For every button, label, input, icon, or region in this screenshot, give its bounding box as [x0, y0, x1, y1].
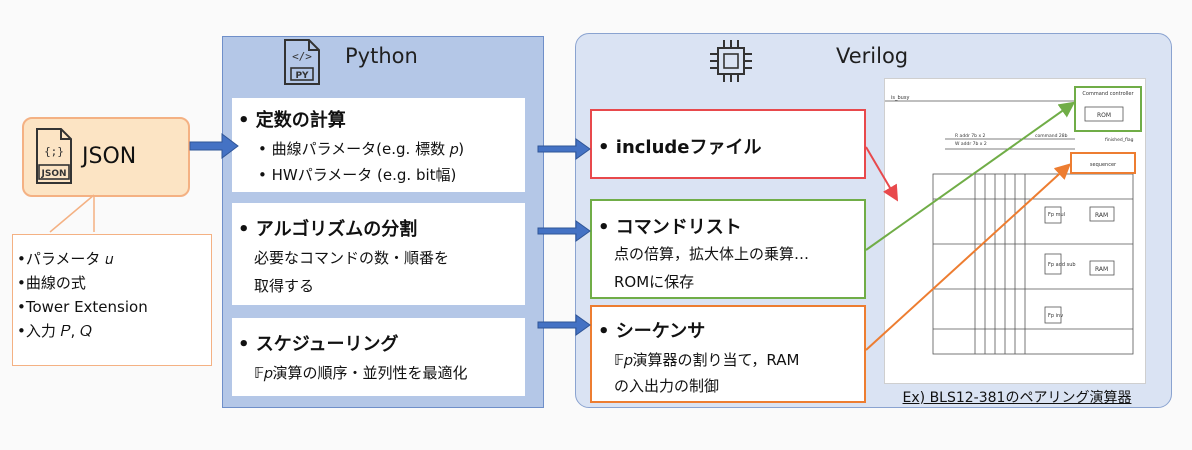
python-box-head: • アルゴリズムの分割 — [238, 219, 418, 240]
circuit-label-finished: finished_flag — [1105, 137, 1134, 143]
verilog-box-line: ROMに保存 — [614, 273, 695, 291]
json-item: •曲線の式 — [17, 274, 86, 292]
verilog-box-line: 点の倍算，拡大体上の乗算… — [614, 245, 810, 263]
circuit-label-ram-2: RAM — [1095, 266, 1108, 273]
python-icon-glyph: </> — [292, 50, 312, 63]
verilog-box-line: 𝔽𝑝演算器の割り当て，RAM — [614, 351, 800, 369]
python-box-line: • HWパラメータ (e.g. bit幅) — [258, 166, 457, 184]
circuit-caption: Ex) BLS12-381のペアリング演算器 — [902, 390, 1132, 406]
python-box-line: 必要なコマンドの数・順番を — [254, 249, 450, 267]
json-title: JSON — [82, 144, 137, 169]
verilog-box-line: の入出力の制御 — [614, 377, 720, 395]
circuit-label-busy: is_busy — [891, 95, 909, 101]
json-item-list: •パラメータ 𝑢 •曲線の式 •Tower Extension •入力 𝑃, 𝑄 — [17, 247, 148, 343]
python-box-constants: • 定数の計算 • 曲線パラメータ(e.g. 標数 𝑝) • HWパラメータ (… — [232, 98, 525, 192]
json-icon-label: JSON — [40, 169, 66, 179]
python-box-line: • 曲線パラメータ(e.g. 標数 𝑝) — [258, 140, 465, 158]
python-file-icon: </> PY — [284, 39, 320, 85]
python-icon-label: PY — [295, 71, 309, 81]
json-item: •パラメータ 𝑢 — [17, 250, 114, 268]
json-item: •Tower Extension — [17, 298, 148, 316]
python-box-line: 取得する — [254, 277, 315, 295]
json-item: •入力 𝑃, 𝑄 — [17, 322, 92, 340]
json-icon-glyph: {;} — [44, 145, 64, 158]
verilog-box-include: • includeファイル — [590, 109, 866, 179]
python-box-head: • スケジューリング — [238, 334, 399, 355]
verilog-box-head: • コマンドリスト — [598, 217, 742, 238]
python-box-line: 𝔽𝑝演算の順序・並列性を最適化 — [254, 364, 468, 382]
circuit-label-ram-1: RAM — [1095, 212, 1108, 219]
python-box-algorithm: • アルゴリズムの分割 必要なコマンドの数・順番を 取得する — [232, 203, 525, 305]
circuit-label-rom: ROM — [1097, 112, 1111, 119]
python-title: Python — [345, 44, 418, 68]
circuit-label-controller: Command controller — [1082, 91, 1134, 97]
verilog-box-head: • シーケンサ — [598, 321, 706, 342]
verilog-box-command-list: • コマンドリスト 点の倍算，拡大体上の乗算… ROMに保存 — [590, 199, 866, 299]
chip-icon — [710, 40, 752, 82]
json-file-icon: {;} JSON — [36, 128, 72, 184]
verilog-box-head: • includeファイル — [598, 137, 762, 158]
json-items: •パラメータ 𝑢 •曲線の式 •Tower Extension •入力 𝑃, 𝑄 — [12, 234, 212, 366]
python-box-head: • 定数の計算 — [238, 110, 346, 131]
python-box-scheduling: • スケジューリング 𝔽𝑝演算の順序・並列性を最適化 — [232, 318, 525, 396]
verilog-title: Verilog — [836, 44, 909, 68]
circuit-label-sequencer: sequencer — [1090, 162, 1117, 168]
verilog-box-sequencer: • シーケンサ 𝔽𝑝演算器の割り当て，RAM の入出力の制御 — [590, 305, 866, 403]
